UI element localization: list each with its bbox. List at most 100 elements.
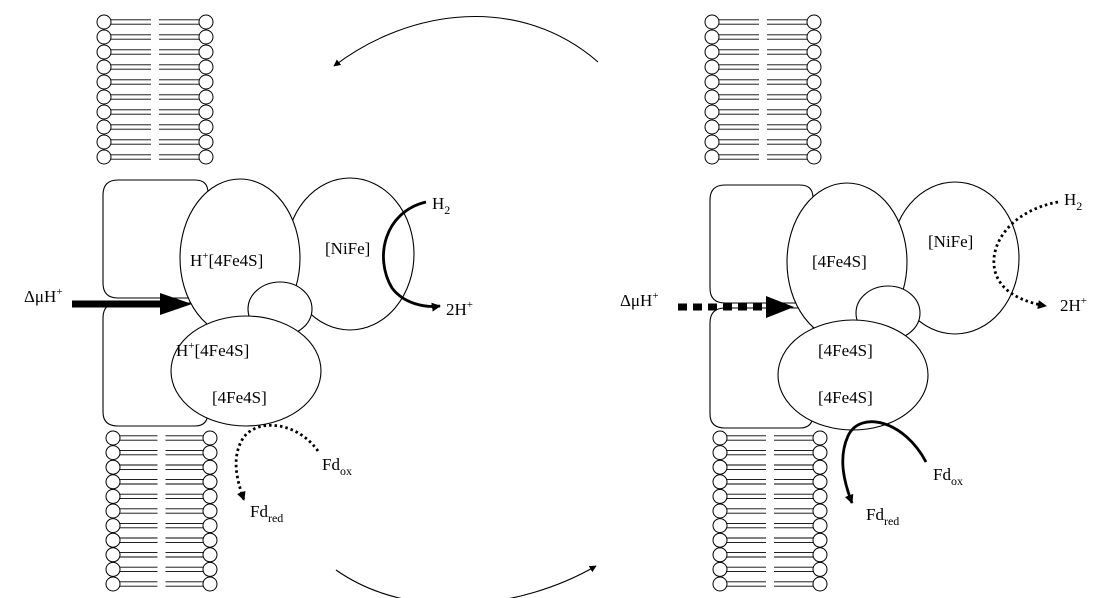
lipid-head (712, 430, 728, 446)
upper-right-lipid-row (704, 44, 822, 60)
membrane-upper-left (96, 14, 214, 165)
lipid-head (96, 44, 112, 60)
lower-4fe4s-subunit-left (170, 315, 322, 427)
lower-right-lipid-row (712, 576, 828, 592)
lower-left-lipid-row (105, 430, 218, 446)
lipid-head (96, 14, 112, 30)
nife-label-right: [NiFe] (928, 232, 973, 251)
nife-label-left: [NiFe] (325, 239, 370, 258)
lipid-head (704, 149, 720, 165)
upper-left-lipid-row (96, 104, 214, 120)
lower-right-lipid-row (712, 474, 828, 490)
membrane-lower-left (105, 430, 218, 592)
lipid-head (105, 445, 121, 461)
lower-left-lipid-row (105, 576, 218, 592)
lipid-head (96, 104, 112, 120)
cycle-arrow-top (333, 16, 599, 67)
right-panel: [4Fe4S] [NiFe] [4Fe4S] [4Fe4S] ΔμH+ H2 2… (620, 14, 1087, 592)
lipid-head (704, 104, 720, 120)
protons-label-right: 2H+ (1060, 295, 1087, 315)
lipid-head (812, 503, 828, 519)
lipid-head (105, 518, 121, 534)
lipid-head (96, 134, 112, 150)
lipid-head (202, 488, 218, 504)
lipid-head (812, 445, 828, 461)
lipid-head (202, 532, 218, 548)
lipid-head (105, 459, 121, 475)
lipid-head (812, 576, 828, 592)
lipid-head (806, 104, 822, 120)
lipid-head (712, 488, 728, 504)
delta-mu-h-label-right: ΔμH+ (620, 290, 659, 310)
lipid-head (704, 44, 720, 60)
fd-reduction-arrow-left (234, 423, 320, 501)
h2-label-right: H2 (1064, 190, 1082, 213)
lipid-head (712, 474, 728, 490)
lipid-head (812, 518, 828, 534)
h2-label-left: H2 (432, 194, 450, 217)
lipid-head (704, 14, 720, 30)
protons-label-left: 2H+ (446, 299, 473, 319)
lower-right-lipid-row (712, 532, 828, 548)
lower-right-lipid-row (712, 445, 828, 461)
lower-right-lipid-row (712, 430, 828, 446)
fd-red-label-right: Fdred (866, 505, 899, 528)
lipid-head (712, 547, 728, 563)
lower-cluster-bottom-label-left: [4Fe4S] (212, 388, 267, 407)
lower-left-lipid-row (105, 459, 218, 475)
lipid-head (806, 29, 822, 45)
lower-right-lipid-row (712, 518, 828, 534)
lipid-head (704, 89, 720, 105)
lower-left-lipid-row (105, 445, 218, 461)
upper-right-lipid-row (704, 89, 822, 105)
lower-left-lipid-row (105, 474, 218, 490)
upper-cluster-label-right: [4Fe4S] (812, 252, 867, 271)
lipid-head (198, 119, 214, 135)
upper-left-lipid-row (96, 119, 214, 135)
lipid-head (198, 149, 214, 165)
protons-to-h2-arrow-right (992, 200, 1059, 310)
lipid-head (105, 430, 121, 446)
fd-red-label-left: Fdred (250, 502, 283, 525)
lower-left-lipid-row (105, 518, 218, 534)
lipid-head (105, 532, 121, 548)
membrane-lower-right (712, 430, 828, 592)
lipid-head (806, 89, 822, 105)
fd-ox-label-right: Fdox (933, 465, 963, 488)
lipid-head (96, 149, 112, 165)
lipid-head (812, 532, 828, 548)
lipid-head (806, 44, 822, 60)
upper-left-lipid-row (96, 74, 214, 90)
fd-ox-label-left: Fdox (322, 455, 352, 478)
upper-left-lipid-row (96, 59, 214, 75)
upper-left-lipid-row (96, 14, 214, 30)
lipid-head (806, 74, 822, 90)
lipid-head (198, 74, 214, 90)
lipid-head (198, 14, 214, 30)
lower-right-lipid-row (712, 488, 828, 504)
lipid-head (712, 459, 728, 475)
lipid-head (704, 134, 720, 150)
upper-cluster-label-left: H+[4Fe4S] (190, 250, 263, 270)
cycle-arrow-bottom (335, 565, 597, 598)
lipid-head (812, 459, 828, 475)
upper-right-lipid-row (704, 119, 822, 135)
lipid-head (806, 134, 822, 150)
lipid-head (105, 547, 121, 563)
lipid-head (198, 29, 214, 45)
lower-right-lipid-row (712, 561, 828, 577)
upper-right-lipid-row (704, 14, 822, 30)
lower-right-lipid-row (712, 547, 828, 563)
lipid-head (202, 445, 218, 461)
lipid-head (704, 29, 720, 45)
lipid-head (812, 561, 828, 577)
lipid-head (712, 561, 728, 577)
lipid-head (96, 29, 112, 45)
left-panel: H+[4Fe4S] [NiFe] H+[4Fe4S] [4Fe4S] ΔμH+ … (24, 14, 473, 592)
lipid-head (198, 44, 214, 60)
lipid-head (704, 74, 720, 90)
lipid-head (812, 488, 828, 504)
upper-left-lipid-row (96, 44, 214, 60)
lipid-head (105, 561, 121, 577)
